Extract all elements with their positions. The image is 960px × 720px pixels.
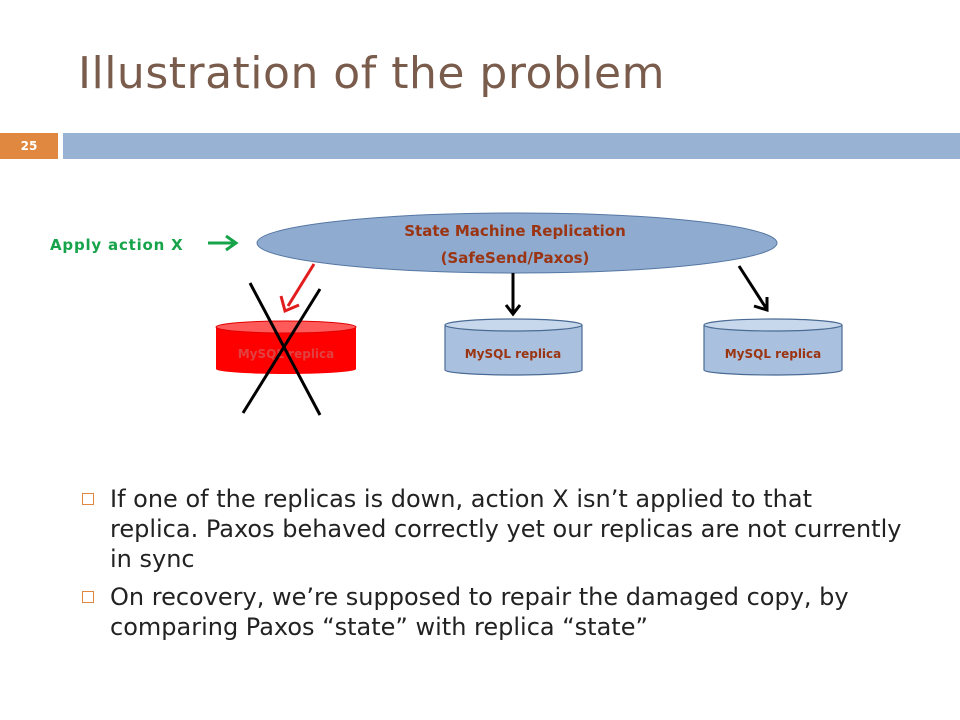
smr-title-line2: (SafeSend/Paxos)	[441, 249, 590, 267]
replica-down: MySQL replica	[215, 320, 357, 374]
replica-3-label: MySQL replica	[725, 347, 822, 361]
slide-number: 25	[20, 139, 38, 153]
arrow-to-replica-3	[737, 265, 769, 313]
square-bullet-icon	[82, 591, 94, 603]
smr-title-line1: State Machine Replication	[404, 222, 626, 240]
bullet-item: If one of the replicas is down, action X…	[82, 484, 902, 574]
slide-title: Illustration of the problem	[78, 48, 665, 99]
apply-arrow-icon	[208, 234, 239, 252]
replication-diagram: Apply action X State Machine Replication…	[50, 212, 843, 416]
state-machine-ellipse	[256, 212, 778, 274]
replica-2-label: MySQL replica	[465, 347, 562, 361]
apply-action-label: Apply action X	[50, 236, 184, 254]
square-bullet-icon	[82, 493, 94, 505]
slide-number-bar	[0, 133, 58, 159]
bullet-list: If one of the replicas is down, action X…	[82, 484, 902, 650]
replica-2: MySQL replica	[444, 318, 583, 376]
arrow-to-replica-1	[279, 263, 316, 314]
failed-cross-icon	[241, 282, 322, 416]
bullet-item: On recovery, we’re supposed to repair th…	[82, 582, 902, 642]
title-divider-bar	[63, 133, 960, 159]
replica-3: MySQL replica	[703, 318, 843, 376]
bullet-text: On recovery, we’re supposed to repair th…	[110, 583, 849, 641]
bullet-text: If one of the replicas is down, action X…	[110, 485, 902, 573]
arrow-to-replica-2	[504, 273, 522, 317]
